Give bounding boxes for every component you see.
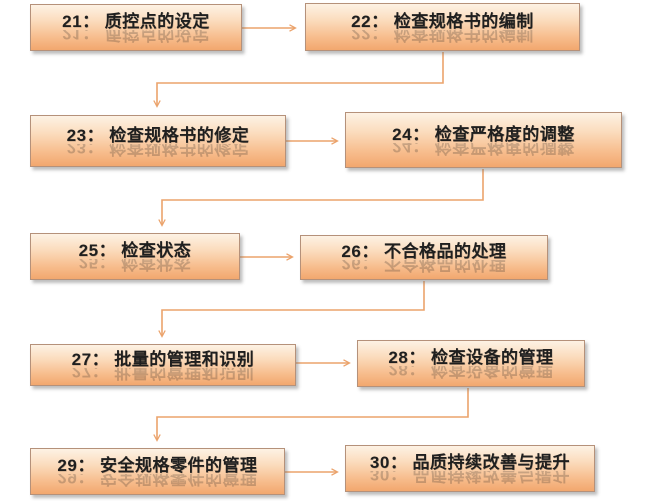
flow-box-23-label: 23： 检查规格书的修定: [66, 125, 250, 145]
connector-24-25: [158, 169, 484, 227]
connector-22-23: [153, 52, 444, 108]
flow-box-24-label: 24： 检查严格度的调整: [392, 124, 575, 144]
flow-box-26: 26： 不合格品的处理 26： 不合格品的处理: [300, 235, 548, 280]
flow-box-22-label: 22： 检查规格书的编制: [351, 11, 534, 31]
flow-box-22-reflection: 22： 检查规格书的编制: [351, 29, 534, 43]
flow-box-27-reflection: 27： 批量的管理和识别: [71, 367, 255, 381]
flow-box-29: 29： 安全规格零件的管理 29： 安全规格零件的管理: [30, 448, 285, 495]
flow-box-22: 22： 检查规格书的编制 22： 检查规格书的编制: [305, 3, 580, 51]
flow-box-25: 25： 检查状态 25： 检查状态: [30, 233, 240, 280]
flow-box-24: 24： 检查严格度的调整 24： 检查严格度的调整: [345, 112, 622, 168]
connector-26-27: [158, 281, 425, 338]
flow-box-26-reflection: 26： 不合格品的处理: [341, 260, 507, 273]
flow-box-24-reflection: 24： 检查严格度的调整: [392, 142, 575, 156]
flow-box-28: 28： 检查设备的管理 28： 检查设备的管理: [357, 340, 585, 387]
flow-box-27-label: 27： 批量的管理和识别: [71, 349, 255, 369]
flow-box-28-label: 28： 检查设备的管理: [388, 348, 554, 367]
flow-box-28-reflection: 28： 检查设备的管理: [388, 366, 554, 379]
flow-box-21-reflection: 21： 质控点的设定: [62, 30, 210, 43]
flow-box-29-label: 29： 安全规格零件的管理: [57, 456, 258, 475]
flow-box-30: 30： 品质持续改善与提升 30： 品质持续改善与提升: [345, 445, 595, 492]
flow-box-30-reflection: 30： 品质持续改善与提升: [369, 471, 571, 484]
flow-box-26-label: 26： 不合格品的处理: [341, 242, 507, 261]
flow-box-29-reflection: 29： 安全规格零件的管理: [57, 474, 258, 487]
flow-box-25-label: 25： 检查状态: [78, 241, 192, 260]
flow-box-27: 27： 批量的管理和识别 27： 批量的管理和识别: [30, 344, 296, 386]
flow-box-30-label: 30： 品质持续改善与提升: [369, 453, 571, 472]
flow-box-21-label: 21： 质控点的设定: [62, 12, 210, 31]
flow-box-23-reflection: 23： 检查规格书的修定: [66, 143, 250, 157]
flow-box-23: 23： 检查规格书的修定 23： 检查规格书的修定: [30, 115, 286, 167]
flow-box-25-reflection: 25： 检查状态: [78, 259, 192, 272]
connector-28-29: [153, 388, 469, 442]
flow-box-21: 21： 质控点的设定 21： 质控点的设定: [30, 4, 242, 51]
